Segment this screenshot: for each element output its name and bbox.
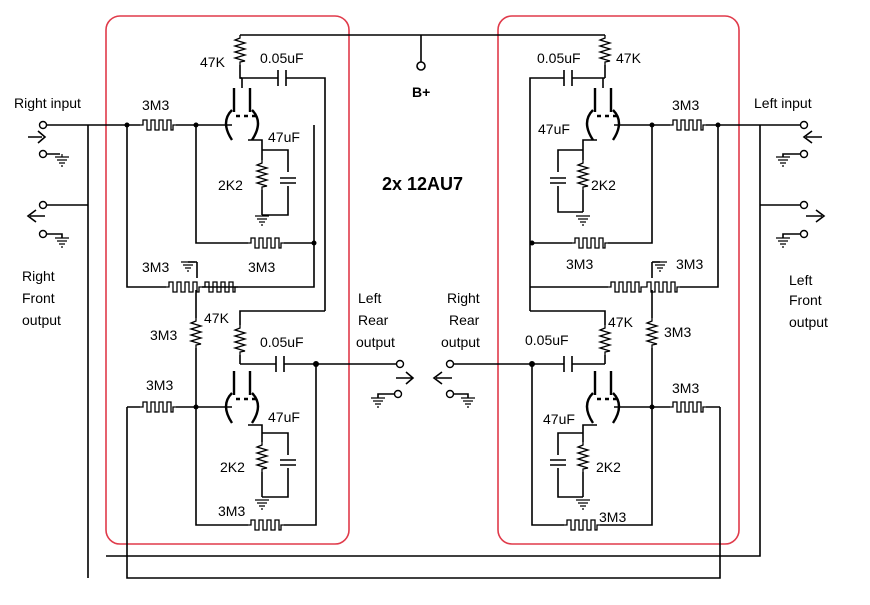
r-up-cathode-res-label: 2K2 <box>218 177 243 193</box>
l-mix-res-label-1: 3M3 <box>566 256 593 272</box>
right-input-label: Right input <box>14 95 81 111</box>
svg-text:Right: Right <box>447 290 480 306</box>
l-up-cathode-cap-label: 47uF <box>538 121 570 137</box>
l-up-plate-res2-label: 47K <box>608 314 634 330</box>
left-input-jack <box>757 120 822 167</box>
svg-text:output: output <box>789 314 828 330</box>
l-up-grid-res-label: 3M3 <box>672 97 699 113</box>
svg-text:output: output <box>356 334 395 350</box>
r-lo-cap-label: 0.05uF <box>260 334 304 350</box>
svg-text:output: output <box>441 334 480 350</box>
r-up-grid-res-label: 3M3 <box>142 97 169 113</box>
l-lo-grid-res-label: 3M3 <box>672 380 699 396</box>
left-upper-stage <box>529 34 757 311</box>
right-lower-stage <box>126 290 721 579</box>
l-lo-fb-res-label: 3M3 <box>599 509 626 525</box>
right-upper-stage <box>87 34 326 311</box>
left-rear-output-label: Left Rear output <box>356 290 395 350</box>
supply-terminal <box>416 61 426 71</box>
svg-text:Right: Right <box>22 268 55 284</box>
right-rear-output-jack <box>432 359 476 408</box>
l-up-plate-res-label: 47K <box>616 50 642 66</box>
right-input-jack <box>28 120 87 167</box>
r-lo-grid-res-label: 3M3 <box>146 377 173 393</box>
r-lo-cathode-cap-label: 47uF <box>268 409 300 425</box>
svg-text:Front: Front <box>22 290 55 306</box>
l-mix-res-label-2: 3M3 <box>676 256 703 272</box>
left-front-output-jack <box>106 125 826 557</box>
right-rear-output-label: Right Rear output <box>441 290 480 350</box>
svg-text:Rear: Rear <box>449 312 480 328</box>
r-up-cathode-cap-label: 47uF <box>268 129 300 145</box>
svg-text:output: output <box>22 312 61 328</box>
svg-text:Left: Left <box>358 290 381 306</box>
r-vert-res-label: 3M3 <box>150 327 177 343</box>
svg-text:Rear: Rear <box>358 312 389 328</box>
r-mix-res-label-2: 3M3 <box>248 259 275 275</box>
right-front-output-jack <box>26 125 89 578</box>
supply-label: B+ <box>412 84 430 100</box>
right-front-output-label: Right Front output <box>22 268 61 328</box>
l-lo-cap-label: 0.05uF <box>525 332 569 348</box>
r-lo-plate-res-label: 47K <box>204 310 230 326</box>
l-up-cap-label: 0.05uF <box>537 50 581 66</box>
left-lower-stage <box>450 290 720 531</box>
diagram-title: 2x 12AU7 <box>382 174 463 194</box>
r-up-plate-res-label: 47K <box>200 54 226 70</box>
left-front-output-label: Left Front output <box>789 272 828 330</box>
left-channel-box <box>497 15 740 545</box>
svg-text:Left: Left <box>789 272 812 288</box>
l-lo-cathode-res-label: 2K2 <box>596 459 621 475</box>
r-lo-cathode-res-label: 2K2 <box>220 459 245 475</box>
r-lo-fb-res-label: 3M3 <box>218 503 245 519</box>
l-up-cathode-res-label: 2K2 <box>591 177 616 193</box>
svg-text:Front: Front <box>789 292 822 308</box>
l-vert-res-label: 3M3 <box>664 324 691 340</box>
left-input-label: Left input <box>754 95 812 111</box>
l-lo-cathode-cap-label: 47uF <box>543 411 575 427</box>
r-up-cap-label: 0.05uF <box>260 50 304 66</box>
right-channel-box <box>105 15 350 545</box>
supply-rail <box>240 34 605 62</box>
r-mix-res-label-1: 3M3 <box>142 259 169 275</box>
left-rear-output-jack <box>370 359 415 408</box>
